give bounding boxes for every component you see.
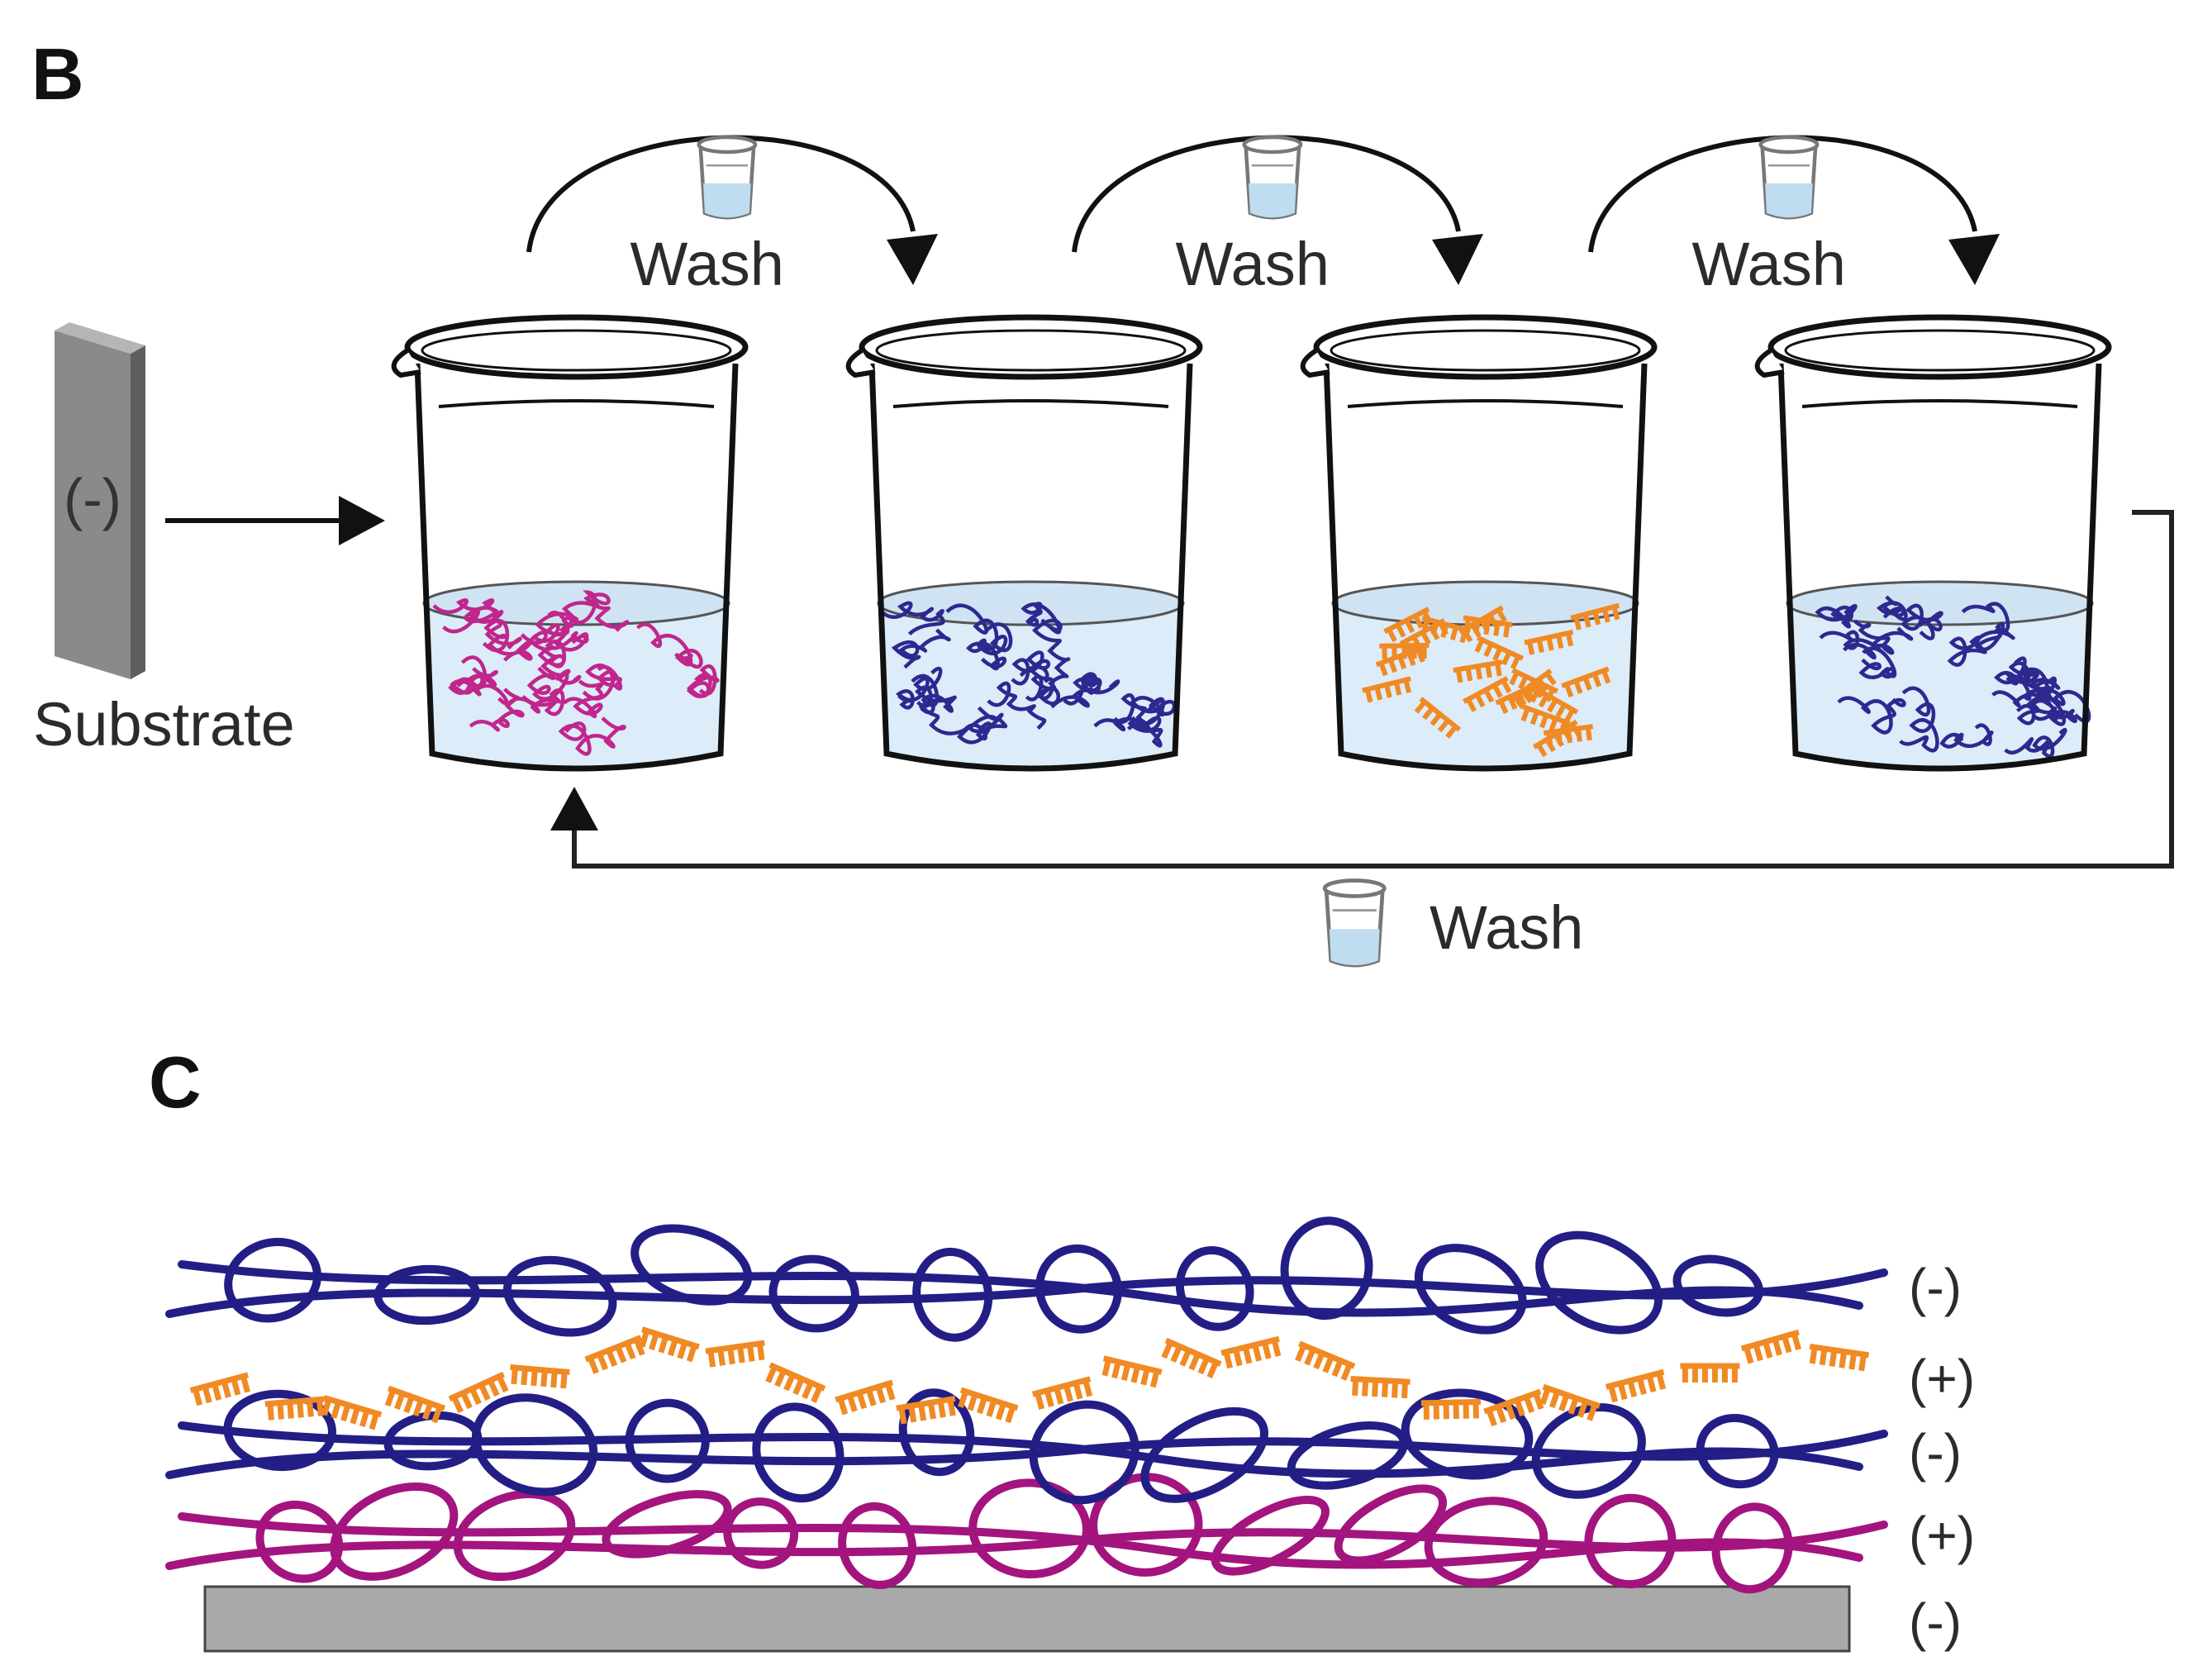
layer-charge-2: (+) [1909, 1506, 1975, 1565]
polyanion-layer-lower [165, 1388, 1888, 1505]
layer-charge-5: (-) [1909, 1258, 1962, 1317]
beaker-1 [391, 314, 749, 772]
substrate-label: Substrate [33, 690, 295, 759]
substrate-layer [203, 1585, 1851, 1653]
polycation-layer [165, 1473, 1888, 1594]
panel-b-label: B [31, 33, 84, 115]
peptide-layer [189, 1326, 1869, 1430]
panel-c-label: C [149, 1041, 202, 1123]
layer-charge-3: (-) [1909, 1423, 1962, 1482]
wash-step-3: Wash [1588, 135, 2000, 298]
beaker-4-contents [1815, 595, 2091, 759]
layer-charge-4: (+) [1909, 1349, 1975, 1408]
wash-beaker-icon [1322, 878, 1387, 968]
return-loop-arrow [550, 510, 2174, 869]
substrate-arrow [165, 496, 385, 545]
substrate-charge-label: (-) [64, 467, 121, 531]
wash-beaker-icon [1758, 135, 1820, 220]
wash-label: Wash [1176, 230, 1330, 298]
return-wash: Wash [1322, 878, 1583, 968]
beaker-1-contents [432, 590, 720, 756]
layer-charge-labels: (-) (+) (-) (+) (-) [1909, 1258, 1975, 1652]
beaker-row [391, 314, 2112, 772]
wash-beaker-icon [1242, 135, 1303, 220]
beaker-3-contents [1362, 602, 1620, 758]
wash-arrows: Wash Wash Wash [526, 135, 2000, 298]
return-wash-label: Wash [1430, 893, 1583, 962]
beaker-4 [1754, 314, 2112, 772]
beaker-2 [845, 314, 1203, 772]
wash-step-1: Wash [526, 135, 938, 298]
wash-label: Wash [1692, 230, 1846, 298]
beaker-2-contents [879, 601, 1177, 748]
substrate-slide: (-) [55, 322, 145, 679]
polyanion-layer-upper [165, 1216, 1888, 1342]
wash-step-2: Wash [1072, 135, 1483, 298]
beaker-3 [1300, 314, 1658, 772]
wash-label: Wash [630, 230, 784, 298]
layer-charge-1: (-) [1909, 1592, 1962, 1652]
wash-beaker-icon [697, 135, 758, 220]
